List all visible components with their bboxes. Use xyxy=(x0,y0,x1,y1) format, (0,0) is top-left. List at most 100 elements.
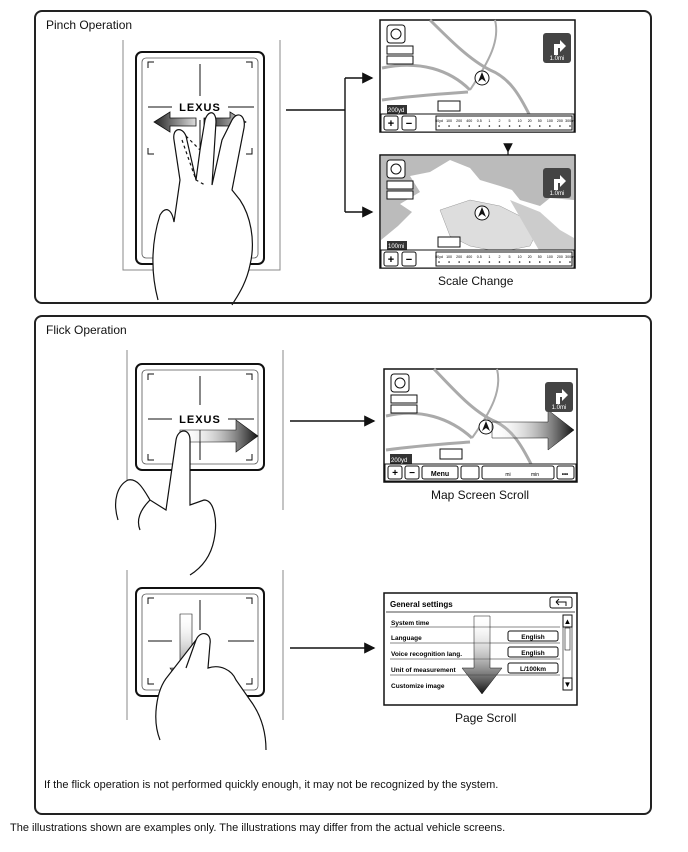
scale-tick-dot xyxy=(458,261,460,263)
scale-tick-dot xyxy=(488,261,491,263)
scale-tick-label: 300mi xyxy=(565,119,575,123)
flick-panel-title: Flick Operation xyxy=(46,323,127,337)
scale-tick-dot xyxy=(478,261,481,263)
scale-tick-label: 300mi xyxy=(565,255,575,259)
svg-text:−: − xyxy=(406,254,412,266)
flick-hand-horizontal xyxy=(115,430,217,576)
scale-tick-label: 50yd xyxy=(435,119,443,123)
flick-panel: Flick Operation If the flick operation i… xyxy=(34,315,652,815)
footer-disclaimer: The illustrations shown are examples onl… xyxy=(10,822,506,834)
settings-row-value[interactable]: L/100km xyxy=(520,666,546,673)
scale-tick-label: 50 xyxy=(538,255,542,259)
scale-tick-dot xyxy=(498,261,501,263)
scale-tick-label: 400 xyxy=(466,119,472,123)
scale-tick-label: 5 xyxy=(509,255,511,259)
scale-tick-dot xyxy=(468,125,471,127)
svg-text:▲: ▲ xyxy=(564,617,572,626)
scale-tick-label: 50yd xyxy=(435,255,443,259)
settings-row-label[interactable]: System time xyxy=(391,620,430,627)
flick-map-distance: 1.0mi xyxy=(552,405,567,411)
scale-tick-label: 10 xyxy=(518,255,522,259)
top-map-distance: 1.0mi xyxy=(550,56,565,62)
scale-tick-label: 20 xyxy=(528,255,532,259)
scale-tick-label: 200 xyxy=(557,119,563,123)
pinch-top-map-screen: + − xyxy=(379,18,576,133)
scale-tick-dot xyxy=(528,261,531,263)
scale-tick-dot xyxy=(559,261,561,263)
flick-note: If the flick operation is not performed … xyxy=(44,779,499,791)
settings-row-value[interactable]: English xyxy=(521,650,545,657)
flick-hand-vertical xyxy=(155,633,267,751)
scale-tick-label: 200 xyxy=(456,255,462,259)
settings-row-label[interactable]: Voice recognition lang. xyxy=(391,651,462,658)
pinch-panel-title: Pinch Operation xyxy=(46,18,133,32)
scale-tick-label: 2 xyxy=(498,119,500,123)
scale-change-caption: Scale Change xyxy=(438,274,514,288)
pinch-connector xyxy=(286,72,374,218)
scale-tick-label: 5 xyxy=(509,119,511,123)
svg-text:+: + xyxy=(388,118,394,130)
settings-screen: ▲ ▼ xyxy=(383,592,578,706)
flick-touchpad-horizontal xyxy=(126,350,284,510)
scale-tick-label: 1 xyxy=(488,119,490,123)
scale-tick-dot xyxy=(448,261,450,263)
scale-tick-dot xyxy=(538,125,541,127)
flick-map-more-button[interactable]: ••• xyxy=(562,472,568,478)
settings-row-value[interactable]: English xyxy=(521,634,545,641)
scale-tick-label: 100 xyxy=(547,119,553,123)
flick-map-screen: + − xyxy=(383,367,578,483)
scale-tick-dot xyxy=(488,125,491,127)
settings-row-label[interactable]: Language xyxy=(391,635,422,642)
scale-tick-label: 100 xyxy=(446,255,452,259)
flick-map-menu-button[interactable]: Menu xyxy=(431,471,449,478)
scale-tick-dot xyxy=(508,261,511,263)
svg-text:+: + xyxy=(388,254,394,266)
bottom-map-distance: 1.0mi xyxy=(550,191,565,197)
settings-title: General settings xyxy=(390,600,453,609)
settings-row-label[interactable]: Unit of measurement xyxy=(391,667,456,674)
bottom-map-scale-label: 100mi xyxy=(388,244,404,250)
map-screen-scroll-caption: Map Screen Scroll xyxy=(431,488,530,502)
scale-tick-dot xyxy=(549,125,551,127)
flick-map-scale-label: 200yd xyxy=(391,458,407,464)
scale-tick-dot xyxy=(518,261,521,263)
scale-tick-dot xyxy=(518,125,521,127)
scale-tick-dot xyxy=(438,261,440,263)
scale-tick-dot xyxy=(549,261,551,263)
flick-map-mi-label: mi xyxy=(505,472,510,478)
settings-row-label[interactable]: Customize image xyxy=(391,683,445,690)
scale-tick-dot xyxy=(448,125,450,127)
scale-tick-label: 10 xyxy=(518,119,522,123)
scale-tick-label: 100 xyxy=(547,255,553,259)
scale-tick-dot xyxy=(468,261,471,263)
scale-tick-dot xyxy=(569,261,571,263)
scale-tick-dot xyxy=(498,125,501,127)
flick-touchpad-logo: LEXUS xyxy=(179,414,221,426)
scale-tick-label: 50 xyxy=(538,119,542,123)
scale-tick-dot xyxy=(528,125,531,127)
svg-text:−: − xyxy=(409,468,415,479)
flick-map-min-label: min xyxy=(531,472,539,478)
scale-tick-dot xyxy=(569,125,571,127)
scale-tick-label: 400 xyxy=(466,255,472,259)
svg-text:▼: ▼ xyxy=(564,680,572,689)
scale-tick-label: 2 xyxy=(498,255,500,259)
scale-tick-label: 0.5 xyxy=(477,119,482,123)
scale-tick-dot xyxy=(508,125,511,127)
page-scroll-caption: Page Scroll xyxy=(455,711,517,725)
scale-tick-label: 0.5 xyxy=(477,255,482,259)
scale-tick-label: 200 xyxy=(456,119,462,123)
pinch-hand xyxy=(152,112,253,306)
scale-tick-label: 20 xyxy=(528,119,532,123)
scale-tick-dot xyxy=(559,125,561,127)
top-map-scale-label: 200yd xyxy=(388,108,404,114)
scale-tick-dot xyxy=(538,261,541,263)
scale-tick-dot xyxy=(458,125,460,127)
pinch-bottom-map-screen: + − xyxy=(379,154,576,269)
pinch-touchpad-logo: LEXUS xyxy=(179,102,221,114)
scale-tick-label: 200 xyxy=(557,255,563,259)
scale-tick-label: 100 xyxy=(446,119,452,123)
